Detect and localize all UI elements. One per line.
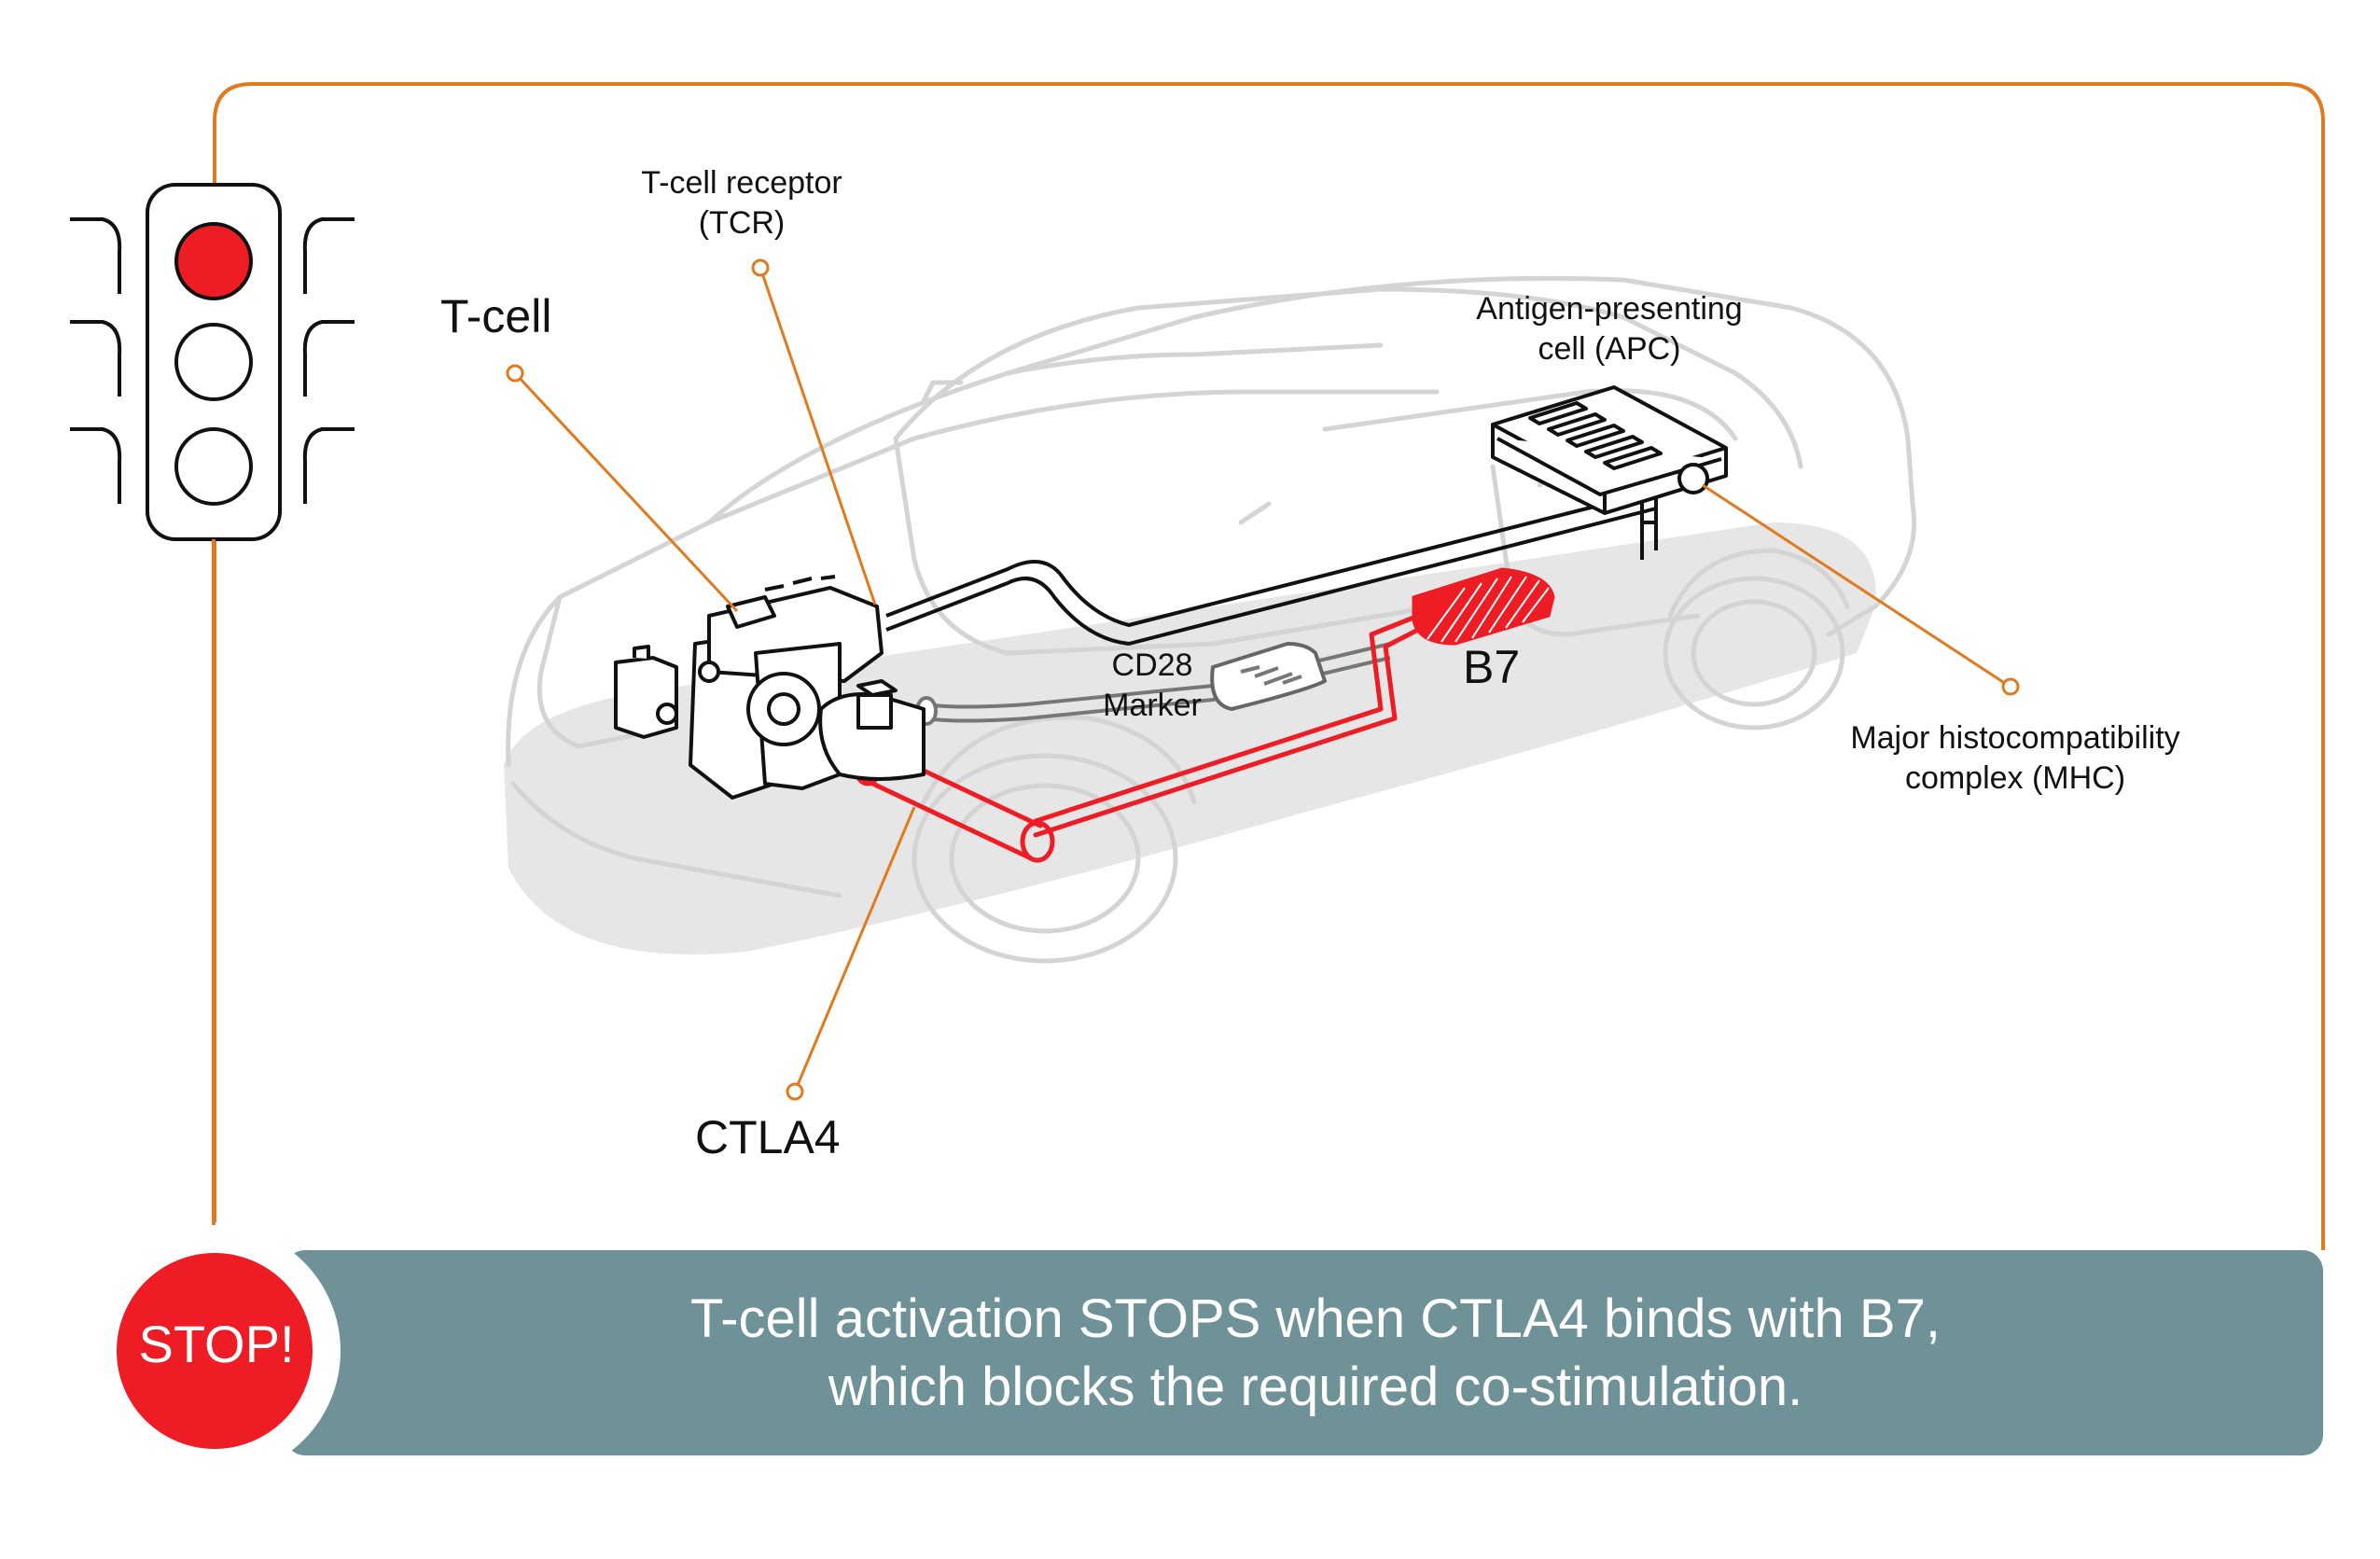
b7-label: B7 [1463,641,1521,693]
frame-outline [213,82,2325,1250]
apc-label-line1: Antigen-presenting [1476,291,1743,327]
mhc-label: Major histocompatibility complex (MHC) [1805,718,2225,798]
tcell-label: T-cell [440,290,552,342]
banner-message: T-cell activation STOPS when CTLA4 binds… [317,1286,2314,1421]
apc-block [1491,385,1728,515]
apc-label: Antigen-presenting cell (APC) [1437,289,1782,369]
traffic-light-visors [70,217,355,504]
car-shadow [504,522,1876,955]
stop-badge-label: STOP! [138,1315,295,1373]
leader-dots [506,258,2020,1101]
mhc-leader [1702,483,2007,686]
banner-line2: which blocks the required co-stimulation… [828,1356,1803,1417]
cd28-label-line1: CD28 [1111,647,1193,683]
ctla4-label: CTLA4 [695,1111,841,1163]
cd28-label: CD28 Marker [1073,646,1232,725]
ctla4-leader-dot [786,1082,804,1101]
green-lamp [174,427,253,506]
red-lamp [174,222,253,300]
b7-block [1412,567,1555,646]
tcr-label-line1: T-cell receptor [641,165,842,201]
tcr-leader-dot [751,258,770,277]
message-banner [285,1250,2323,1455]
leader-lines [513,267,2007,1093]
tcell-engine [614,575,926,800]
mhc-label-line2: complex (MHC) [1904,759,2126,796]
car-outline [506,275,1917,964]
mhc-label-line1: Major histocompatibility [1850,720,2180,756]
traffic-light [70,183,355,541]
ctla4-leader [793,806,916,1093]
tcr-label-line2: (TCR) [698,204,786,241]
mhc-leader-dot [2001,677,2020,696]
tcr-leader [759,267,877,606]
apc-label-line2: cell (APC) [1538,330,1681,367]
tcell-leader-dot [506,364,524,383]
tcell-leader [513,371,739,613]
yellow-lamp [174,323,253,401]
cd28-label-line2: Marker [1103,687,1202,723]
banner-line1: T-cell activation STOPS when CTLA4 binds… [690,1288,1941,1349]
stop-badge [117,1253,313,1449]
tcr-label: T-cell receptor (TCR) [597,163,886,243]
